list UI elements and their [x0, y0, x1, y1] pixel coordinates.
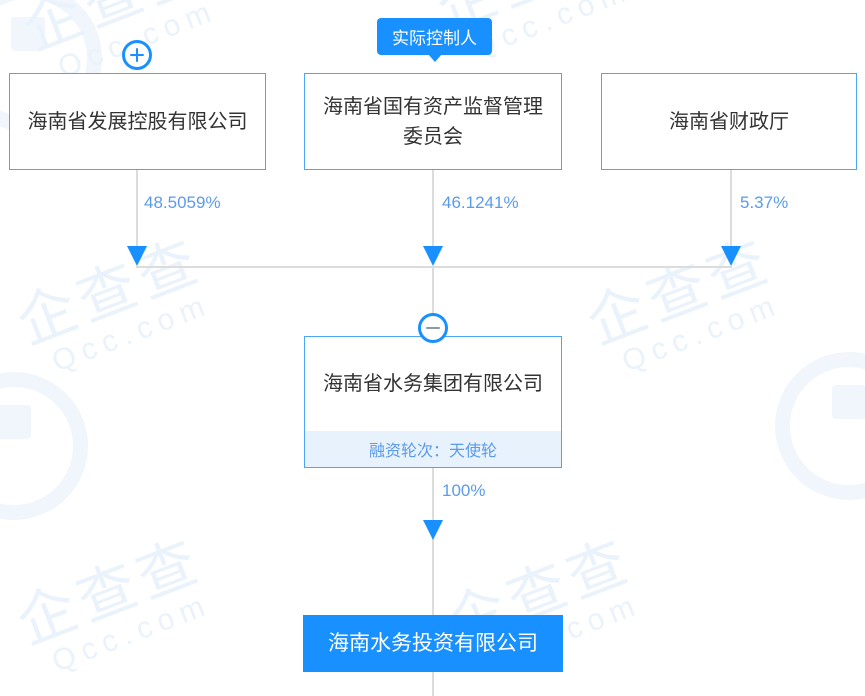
- connector-line-shareholder-3: [730, 170, 732, 254]
- watermark-cn: 企查查: [8, 527, 212, 657]
- shareholder-node-3[interactable]: 海南省财政厅: [601, 73, 857, 170]
- shareholder-node-3-label: 海南省财政厅: [669, 110, 789, 133]
- minus-icon-horizontal: [426, 326, 440, 330]
- shareholder-node-1-label: 海南省发展控股有限公司: [27, 110, 248, 133]
- watermark-logo-ring: [775, 352, 865, 500]
- funding-round-bar: 融资轮次：天使轮: [305, 431, 561, 467]
- center-company-node[interactable]: 海南省水务集团有限公司 融资轮次：天使轮: [304, 336, 562, 468]
- watermark-en: Qcc.com: [47, 287, 216, 379]
- arrow-shareholder-1: [127, 246, 147, 266]
- watermark-text: 企查查 Qcc.com: [8, 227, 222, 384]
- connector-line-shareholder-2: [432, 170, 434, 254]
- badge-pointer-tail: [427, 54, 442, 62]
- shareholder-node-1[interactable]: 海南省发展控股有限公司: [9, 73, 266, 170]
- connector-bus-line: [136, 266, 732, 268]
- watermark-en: Qcc.com: [467, 0, 636, 65]
- watermark-cn: 企查查: [15, 0, 218, 63]
- actual-controller-badge: 实际控制人: [377, 18, 492, 62]
- arrow-shareholder-3: [721, 246, 741, 266]
- watermark-en: Qcc.com: [47, 587, 216, 679]
- percent-label-shareholder-2: 46.1241%: [442, 193, 519, 212]
- plus-icon-vertical: [135, 48, 139, 62]
- connector-line-bus-to-center: [432, 266, 434, 322]
- expand-plus-toggle-shareholder-1[interactable]: [122, 40, 152, 70]
- watermark-cn: 企查查: [578, 227, 782, 357]
- percent-label-shareholder-3: 5.37%: [740, 193, 789, 212]
- watermark-logo-ring: [0, 372, 88, 520]
- watermark-text: 企查查 Qcc.com: [8, 527, 222, 684]
- target-company-label: 海南水务投资有限公司: [328, 631, 538, 655]
- percent-label-shareholder-1: 48.5059%: [144, 193, 221, 212]
- target-company-node[interactable]: 海南水务投资有限公司: [303, 615, 563, 672]
- arrow-shareholder-2: [423, 246, 443, 266]
- arrow-center-to-target: [423, 520, 443, 540]
- percent-label-center-to-target: 100%: [442, 481, 486, 500]
- connector-line-shareholder-1: [136, 170, 138, 254]
- actual-controller-badge-label: 实际控制人: [392, 29, 477, 48]
- shareholder-node-2[interactable]: 海南省国有资产监督管理委员会: [304, 73, 562, 170]
- watermark-text: 企查查 Qcc.com: [578, 227, 792, 384]
- collapse-minus-toggle-center[interactable]: [418, 313, 448, 343]
- connector-line-center-to-target: [432, 468, 434, 618]
- connector-line-target-downstream: [432, 672, 434, 696]
- center-company-label: 海南省水务集团有限公司: [323, 373, 543, 395]
- shareholder-node-2-label: 海南省国有资产监督管理委员会: [323, 95, 543, 148]
- watermark-en: Qcc.com: [617, 287, 786, 379]
- watermark-cn: 企查查: [8, 227, 212, 357]
